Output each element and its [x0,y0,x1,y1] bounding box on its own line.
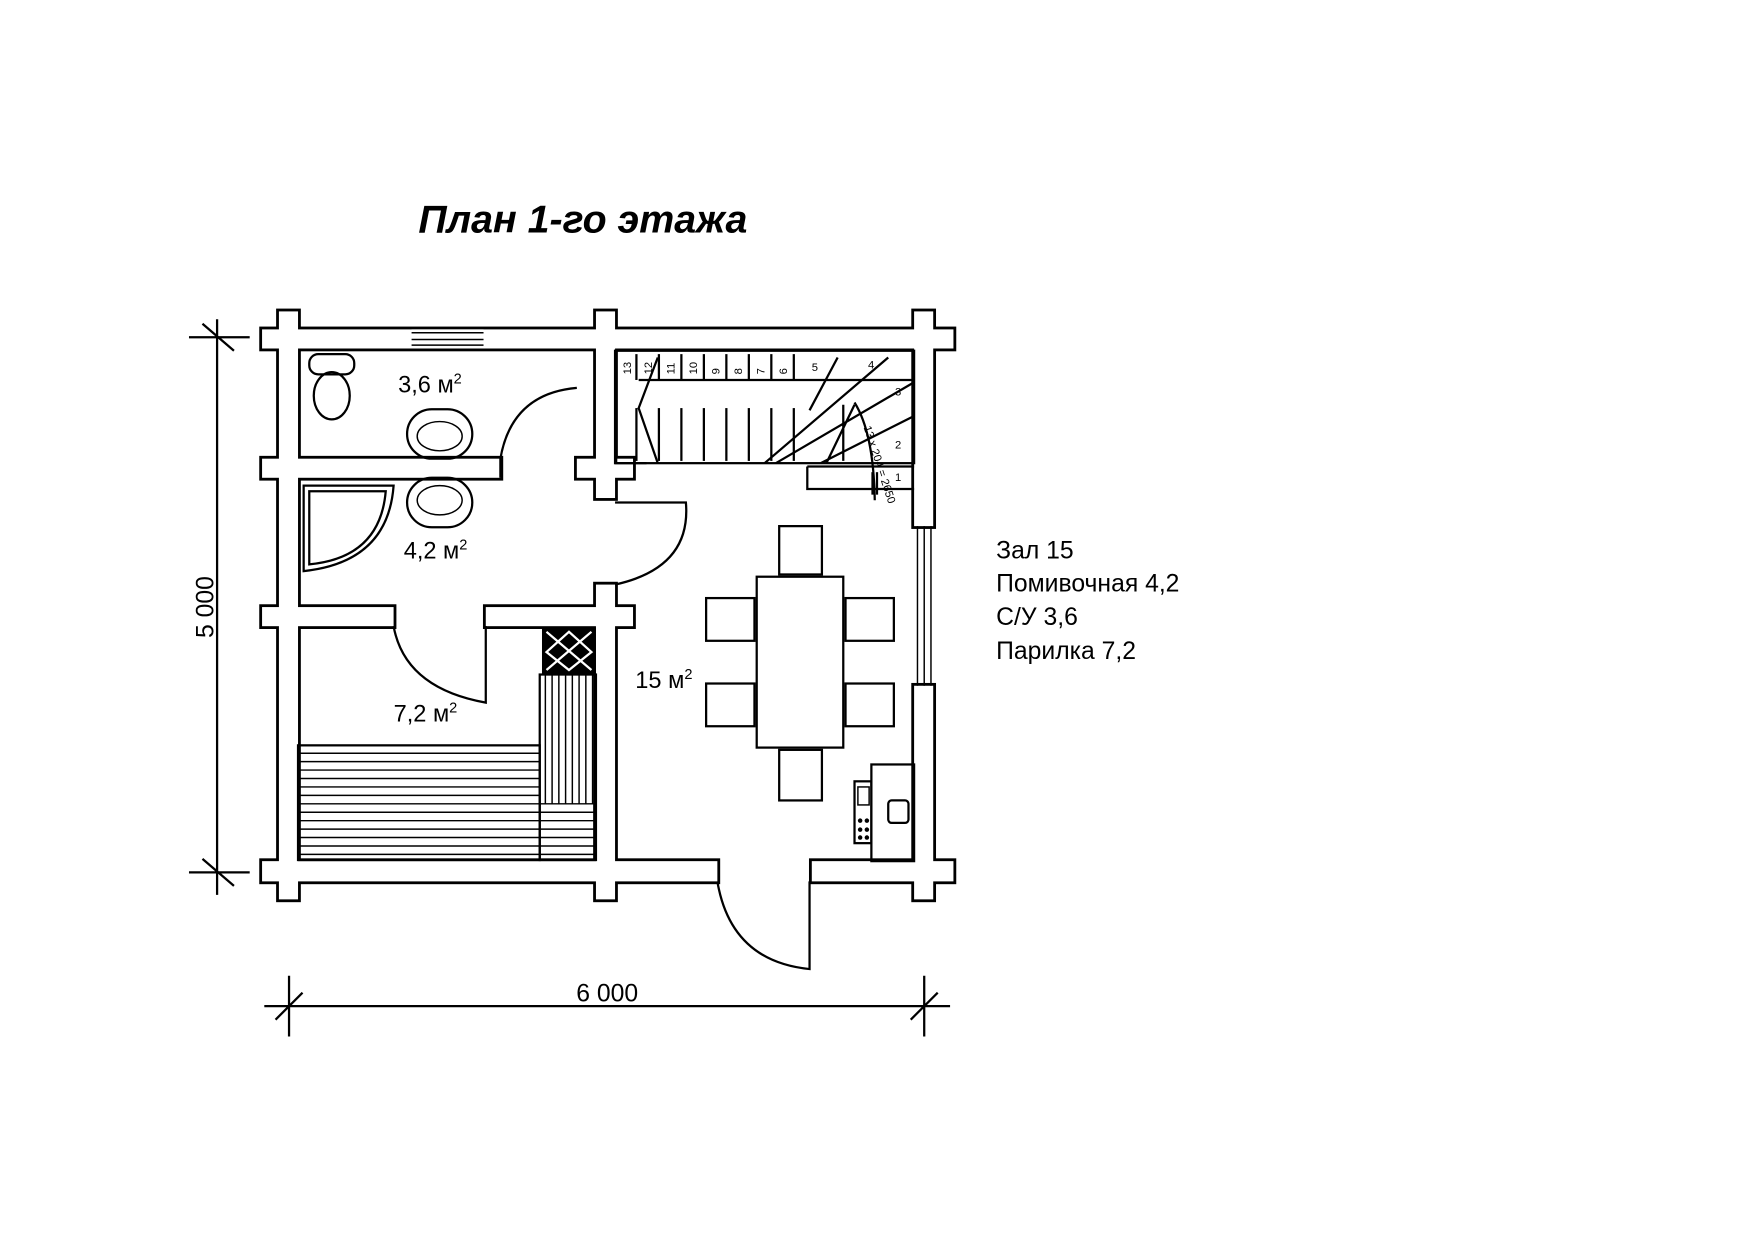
stair-step-number: 3 [895,387,901,399]
door-wc[interactable] [499,386,577,478]
kitchen-counter [853,763,916,863]
room-area-hall: 15 м2 [635,667,692,694]
stair-step-number: 8 [733,368,745,374]
stair-step-number: 10 [688,362,700,375]
sink-icon [405,408,474,460]
stair-step-number: 9 [711,368,723,374]
door-hall[interactable] [614,501,688,586]
toilet-icon [308,353,356,421]
room-area-steam-room: 7,2 м2 [394,701,458,728]
legend-line: Помивочная 4,2 [996,570,1179,597]
sauna-bench [296,673,598,862]
height-label: 5 000 [193,576,220,638]
door-entrance[interactable] [716,881,811,971]
window-top [411,329,484,349]
area-legend: Зал 15 Помивочная 4,2 С/У 3,6 Парилка 7,… [996,538,1179,665]
room-area-washroom: 4,2 м2 [404,538,468,565]
stair-step-number: 7 [756,368,768,374]
stair-step-number: 4 [868,360,874,372]
staircase: 13 x 204 = 2650 13 12 11 10 9 8 7 6 5 4 3 2 1 [613,349,916,505]
shower-icon [302,484,395,573]
legend-line: Парилка 7,2 [996,638,1136,665]
dimension-height: 5 000 [188,319,250,895]
legend-line: С/У 3,6 [996,604,1078,631]
dimension-width: 6 000 [264,975,951,1037]
stair-note: 13 x 204 = 2650 [861,424,897,505]
stair-step-number: 13 [622,362,634,375]
log-walls [259,308,957,903]
stair-step-number: 11 [666,363,678,375]
stove-icon [541,627,596,675]
stair-step-number: 5 [812,362,818,374]
width-label: 6 000 [576,981,638,1008]
stair-step-number: 2 [895,440,901,452]
door-steam[interactable] [392,625,487,704]
room-area-wc: 3,6 м2 [398,371,462,398]
stair-step-number: 1 [895,472,901,484]
legend-line: Зал 15 [996,538,1073,565]
window-right [916,526,932,686]
dining-table [704,525,895,802]
stair-step-number: 12 [643,362,655,375]
sink-icon [405,476,474,529]
stair-step-number: 6 [778,368,790,374]
plan-title: План 1-го этажа [418,198,747,242]
